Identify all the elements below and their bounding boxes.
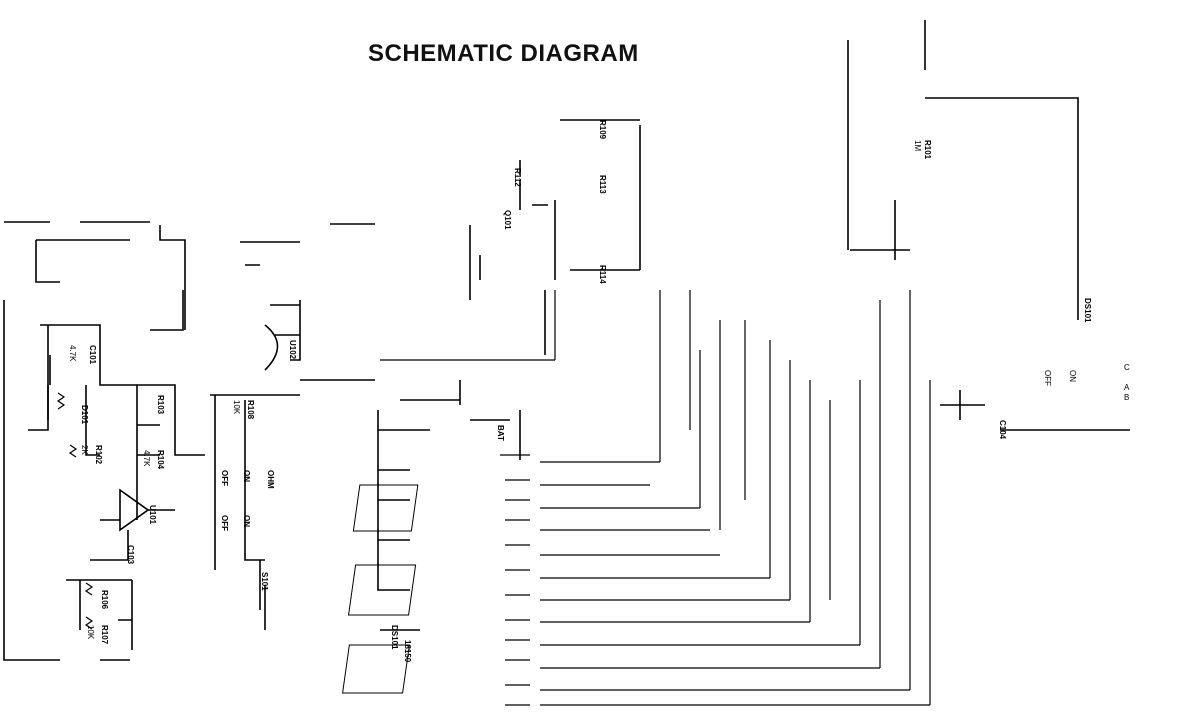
left-components: C101 4.7K D101 R102 2K R103 R104 4.7K U1… (56, 345, 165, 645)
label-r104: R104 (156, 450, 165, 470)
label-r103: R103 (156, 395, 165, 415)
label-val-4-7k-b: 4.7K (142, 450, 151, 467)
label-q101: Q101 (503, 210, 512, 230)
bus-lines (380, 290, 931, 706)
label-val-2k: 2K (80, 445, 89, 455)
label-val-1m: 1M (913, 140, 922, 151)
label-ohm: OHM (266, 470, 275, 489)
label-r114: R114 (598, 265, 607, 284)
label-r113: R113 (598, 175, 607, 194)
label-r109: R109 (598, 120, 607, 140)
label-on-b: ON (242, 515, 251, 527)
label-off: OFF (220, 470, 229, 486)
upper-right-section: R101 1M DS101 C104 OFF ON A B C (847, 20, 1130, 440)
label-u101: U101 (148, 505, 157, 525)
label-b: B (1124, 393, 1129, 402)
label-r101: R101 (923, 140, 932, 160)
label-c101: C101 (88, 345, 97, 365)
label-c103: C103 (126, 545, 135, 565)
label-r106: R106 (100, 590, 109, 610)
left-analog-section (3, 221, 375, 661)
label-c: C (1124, 363, 1130, 372)
label-r108: R108 (246, 400, 255, 420)
label-r112: R112 (513, 168, 522, 187)
label-c104: C104 (998, 420, 1007, 440)
label-val-10k: 10K (86, 625, 95, 640)
label-chip-code: 18150 (403, 640, 412, 663)
display-ds101: 18150 DS101 BAT (342, 380, 530, 706)
label-u102: U102 (288, 340, 297, 360)
label-off-c: OFF (1043, 370, 1052, 386)
label-bat: BAT (496, 425, 505, 441)
label-ds101-b: DS101 (1083, 298, 1092, 323)
label-val-4-7k: 4.7K (68, 345, 77, 362)
label-a: A (1124, 383, 1130, 392)
label-r102: R102 (94, 445, 103, 465)
label-off-b: OFF (220, 515, 229, 531)
label-ds101: DS101 (390, 625, 399, 650)
label-r107: R107 (100, 625, 109, 645)
label-val-10k-b: 10K (232, 400, 241, 415)
page-title: SCHEMATIC DIAGRAM (368, 40, 639, 67)
label-d101: D101 (80, 405, 89, 425)
label-s101: S101 (260, 572, 269, 591)
mid-left-section: U102 R108 10K S101 OFF OFF ON ON OHM (210, 300, 375, 630)
upper-mid-section: R109 R113 R114 R112 Q101 (469, 119, 641, 355)
label-on-c: ON (1068, 370, 1077, 382)
label-on: ON (242, 470, 251, 482)
